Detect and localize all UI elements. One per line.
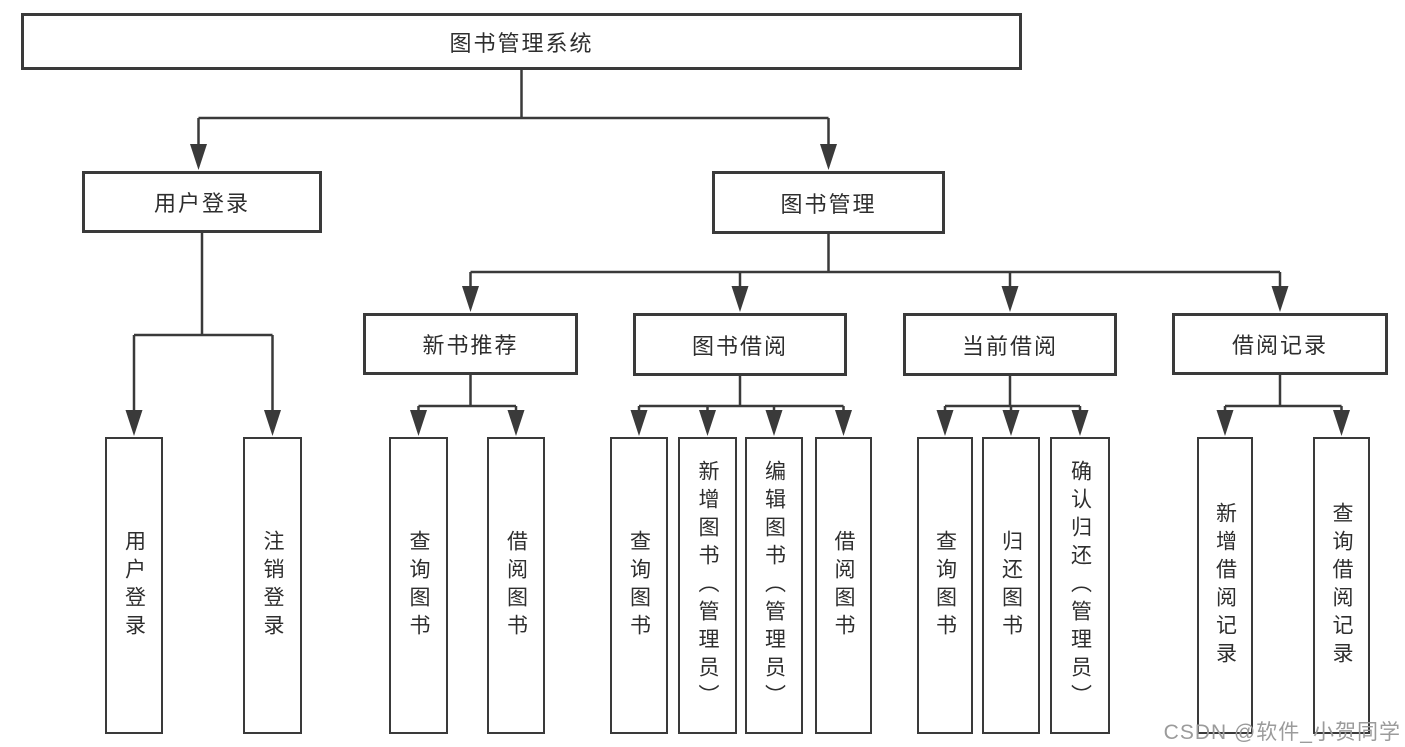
leaf-borrowing-add-books-admin: 新增图书（管理员）: [678, 437, 737, 734]
arrow-down-icon: [630, 410, 648, 436]
leaf-records-query-borrow-record: 查询借阅记录: [1313, 437, 1370, 734]
arrow-down-icon: [1216, 410, 1234, 436]
arrow-down-icon: [462, 286, 479, 312]
leaf-new-books-borrow-books-label: 借阅图书: [504, 529, 528, 642]
leaf-current-return-books: 归还图书: [982, 437, 1040, 734]
node-current-borrowing-label: 当前借阅: [961, 333, 1058, 359]
arrow-down-icon: [820, 144, 837, 170]
leaf-logout: 注销登录: [243, 437, 302, 734]
node-book-management-label: 图书管理: [780, 191, 877, 217]
leaf-new-books-query-books: 查询图书: [389, 437, 448, 734]
arrow-down-icon: [731, 286, 749, 312]
arrow-down-icon: [125, 410, 143, 436]
node-borrowing-records-label: 借阅记录: [1231, 333, 1328, 358]
watermark: CSDN @软件_小贺同学: [1163, 721, 1401, 744]
node-book-borrowing: 图书借阅: [633, 313, 847, 376]
connector-current-borrowing-leaves: [943, 375, 1082, 416]
leaf-current-confirm-return-admin-label: 确认归还（管理员）: [1068, 459, 1092, 712]
arrow-down-icon: [1001, 286, 1019, 312]
node-new-books: 新书推荐: [363, 313, 578, 375]
node-root-label: 图书管理系统: [449, 30, 594, 56]
leaf-current-query-books: 查询图书: [917, 437, 973, 734]
connector-user-login-leaves: [132, 232, 274, 416]
leaf-new-books-query-books-label: 查询图书: [407, 529, 430, 642]
leaf-records-query-borrow-record-label: 查询借阅记录: [1330, 501, 1353, 670]
leaf-new-books-borrow-books: 借阅图书: [487, 437, 545, 734]
connector-root-branch: [197, 68, 830, 148]
node-user-login-label: 用户登录: [153, 191, 250, 216]
arrow-down-icon: [765, 410, 783, 436]
leaf-borrowing-query-books-label: 查询图书: [627, 529, 651, 642]
arrow-down-icon: [507, 410, 525, 436]
node-current-borrowing: 当前借阅: [903, 313, 1117, 376]
leaf-logout-label: 注销登录: [261, 529, 284, 642]
arrow-down-icon: [410, 410, 427, 436]
leaf-borrowing-query-books: 查询图书: [610, 437, 668, 734]
node-root: 图书管理系统: [21, 13, 1022, 70]
connector-borrowing-records-leaves: [1223, 374, 1343, 416]
arrow-down-icon: [1002, 410, 1020, 436]
node-book-borrowing-label: 图书借阅: [691, 333, 788, 359]
leaf-user-login-label: 用户登录: [122, 529, 146, 642]
node-user-login: 用户登录: [82, 171, 322, 233]
leaf-borrowing-add-books-admin-label: 新增图书（管理员）: [696, 459, 719, 712]
arrow-down-icon: [1271, 286, 1289, 312]
leaf-borrowing-edit-books-admin: 编辑图书（管理员）: [745, 437, 803, 734]
leaf-current-return-books-label: 归还图书: [999, 529, 1023, 642]
leaf-borrowing-edit-books-admin-label: 编辑图书（管理员）: [762, 459, 786, 712]
leaf-current-query-books-label: 查询图书: [933, 529, 957, 642]
node-new-books-label: 新书推荐: [422, 333, 519, 358]
arrow-down-icon: [1071, 410, 1089, 436]
leaf-user-login: 用户登录: [105, 437, 163, 734]
connector-new-books-leaves: [417, 374, 518, 416]
arrow-down-icon: [936, 410, 954, 436]
connector-book-borrowing-leaves: [637, 375, 845, 416]
leaf-borrowing-borrow-books: 借阅图书: [815, 437, 872, 734]
leaf-records-add-borrow-record: 新增借阅记录: [1197, 437, 1253, 734]
arrow-down-icon: [190, 144, 207, 170]
leaf-borrowing-borrow-books-label: 借阅图书: [832, 529, 855, 642]
arrow-down-icon: [1333, 410, 1350, 436]
connector-book-management-sections: [469, 233, 1282, 290]
leaf-records-add-borrow-record-label: 新增借阅记录: [1213, 501, 1237, 670]
arrow-down-icon: [699, 410, 716, 436]
node-book-management: 图书管理: [712, 171, 945, 234]
arrow-down-icon: [835, 410, 852, 436]
leaf-current-confirm-return-admin: 确认归还（管理员）: [1050, 437, 1110, 734]
arrow-down-icon: [264, 410, 281, 436]
node-borrowing-records: 借阅记录: [1172, 313, 1388, 375]
